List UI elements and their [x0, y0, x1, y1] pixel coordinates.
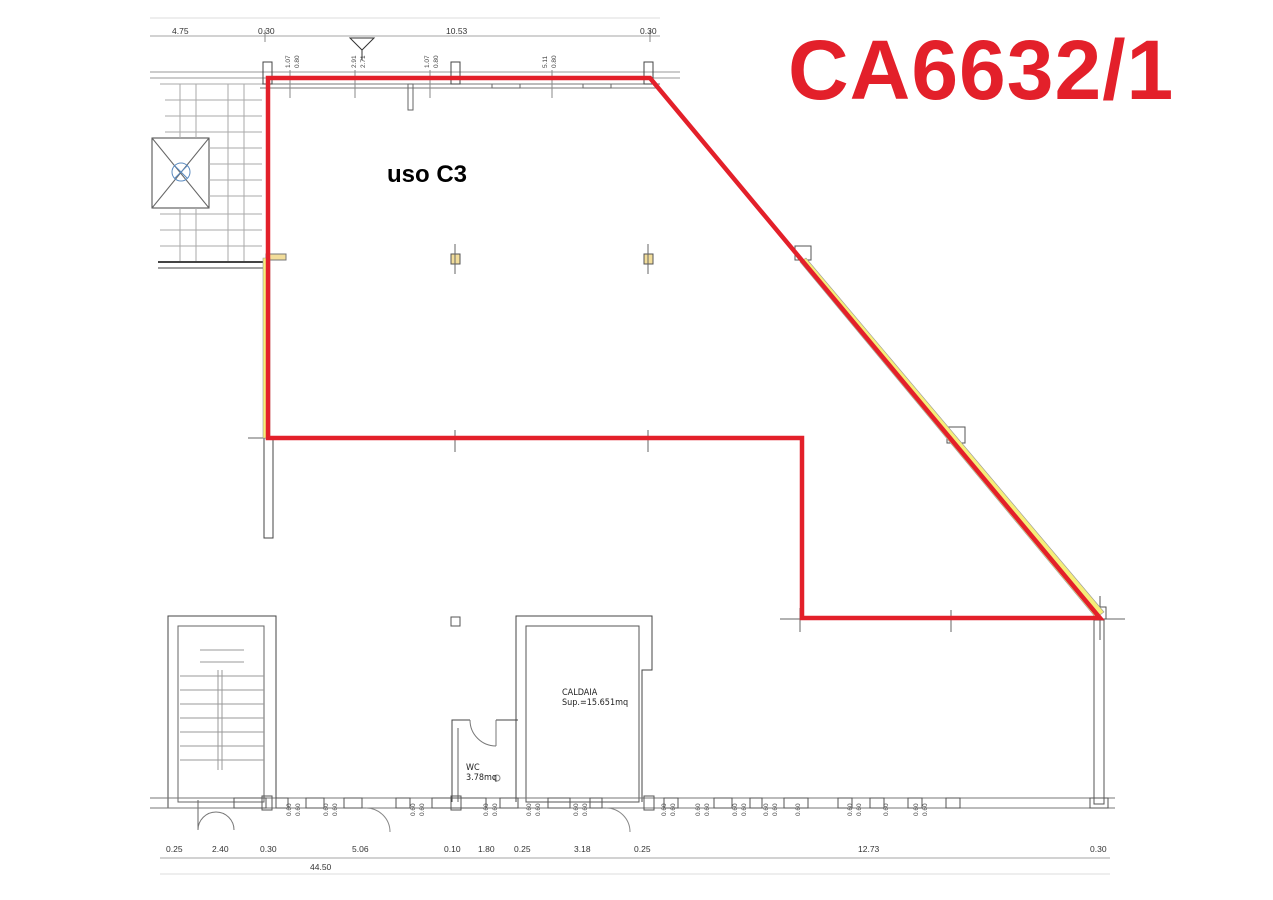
- dim-top-0: 4.75: [172, 26, 189, 36]
- dim-bottom-10: 0.30: [1090, 844, 1107, 854]
- dim-bottom-6: 0.25: [514, 844, 531, 854]
- svg-text:0.60: 0.60: [772, 803, 779, 816]
- svg-text:0.60: 0.60: [295, 803, 302, 816]
- dim-top-1: 0.30: [258, 26, 275, 36]
- svg-text:0.60: 0.60: [573, 803, 580, 816]
- svg-text:0.60: 0.60: [535, 803, 542, 816]
- svg-text:0.60: 0.60: [847, 803, 854, 816]
- opening-annotations: 0.60 0.60 0.60 0.60 0.60 0.60 0.60 0.60 …: [285, 55, 929, 816]
- wc-label: WC 3.78mq: [466, 763, 497, 784]
- wc-area: 3.78mq: [466, 773, 498, 784]
- svg-text:0.60: 0.60: [419, 803, 426, 816]
- svg-text:0.60: 0.60: [323, 803, 330, 816]
- svg-text:0.80: 0.80: [433, 55, 440, 68]
- svg-text:1.07: 1.07: [285, 55, 292, 68]
- dim-bottom-4: 0.10: [444, 844, 461, 854]
- svg-text:0.60: 0.60: [492, 803, 499, 816]
- svg-text:0.60: 0.60: [922, 803, 929, 816]
- svg-text:5.11: 5.11: [542, 55, 549, 68]
- dim-bottom-8: 0.25: [634, 844, 651, 854]
- svg-text:0.60: 0.60: [741, 803, 748, 816]
- svg-text:0.60: 0.60: [704, 803, 711, 816]
- svg-text:0.60: 0.60: [410, 803, 417, 816]
- dim-bottom-5: 1.80: [478, 844, 495, 854]
- caldaia-name: CALDAIA: [562, 688, 598, 698]
- dim-bottom-3: 5.06: [352, 844, 369, 854]
- svg-text:0.60: 0.60: [732, 803, 739, 816]
- svg-text:0.60: 0.60: [795, 803, 802, 816]
- svg-text:0.80: 0.80: [294, 55, 301, 68]
- wc-name: WC: [466, 763, 480, 773]
- zone-label: uso C3: [387, 161, 468, 188]
- svg-text:0.60: 0.60: [526, 803, 533, 816]
- drawing-code: CA6632/1: [788, 23, 1175, 117]
- svg-text:0.60: 0.60: [582, 803, 589, 816]
- dim-overall: 44.50: [310, 862, 332, 872]
- svg-text:0.80: 0.80: [551, 55, 558, 68]
- dim-top-2: 10.53: [446, 26, 468, 36]
- svg-text:2.71: 2.71: [360, 55, 367, 68]
- dim-bottom-9: 12.73: [858, 844, 880, 854]
- svg-text:0.60: 0.60: [661, 803, 668, 816]
- svg-text:0.60: 0.60: [883, 803, 890, 816]
- svg-text:2.91: 2.91: [351, 55, 358, 68]
- svg-text:0.60: 0.60: [670, 803, 677, 816]
- plan-linework: [150, 17, 1125, 875]
- highlighted-area-outline: [265, 75, 1105, 621]
- dim-bottom-7: 3.18: [574, 844, 591, 854]
- caldaia-area: Sup.=15.651mq: [562, 698, 629, 709]
- dim-bottom-2: 0.30: [260, 844, 277, 854]
- svg-text:0.60: 0.60: [695, 803, 702, 816]
- svg-text:1.07: 1.07: [424, 55, 431, 68]
- dim-top-3: 0.30: [640, 26, 657, 36]
- dim-bottom-1: 2.40: [212, 844, 229, 854]
- svg-text:0.60: 0.60: [856, 803, 863, 816]
- svg-text:0.60: 0.60: [763, 803, 770, 816]
- svg-text:0.60: 0.60: [913, 803, 920, 816]
- caldaia-label: CALDAIA Sup.=15.651mq: [562, 688, 628, 709]
- dim-bottom-0: 0.25: [166, 844, 183, 854]
- svg-text:0.60: 0.60: [286, 803, 293, 816]
- svg-text:0.60: 0.60: [483, 803, 490, 816]
- svg-text:0.60: 0.60: [332, 803, 339, 816]
